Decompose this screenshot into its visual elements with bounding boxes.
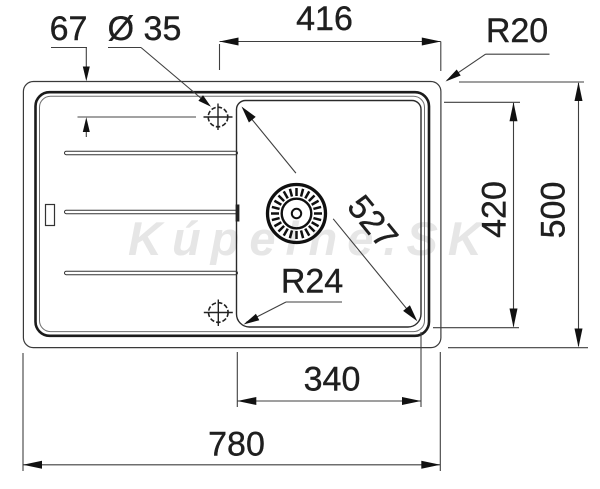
svg-text:Kúpelne.SK: Kúpelne.SK [128,212,492,265]
svg-text:R24: R24 [281,263,343,301]
svg-text:67: 67 [50,10,88,48]
svg-text:780: 780 [208,426,265,464]
svg-text:Ø 35: Ø 35 [108,10,182,48]
svg-text:500: 500 [535,182,573,239]
svg-text:416: 416 [296,0,353,38]
svg-text:420: 420 [476,181,514,238]
svg-text:340: 340 [304,361,361,399]
svg-text:R20: R20 [486,12,548,50]
